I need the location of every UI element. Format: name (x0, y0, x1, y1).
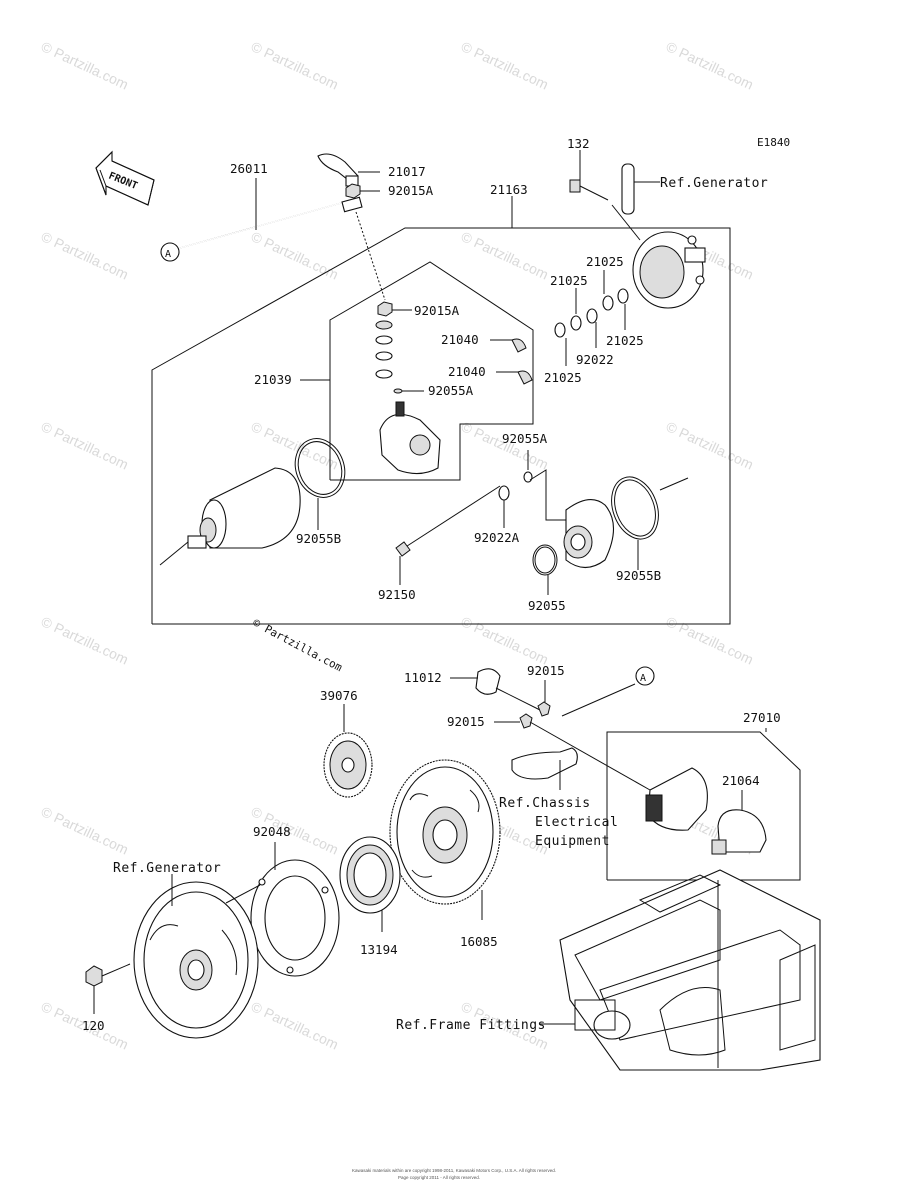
clutch-plate (250, 842, 340, 977)
generator-flywheel (133, 874, 261, 1039)
part-label[interactable]: 11012 (404, 670, 442, 685)
svg-text:A: A (165, 249, 171, 260)
part-label[interactable]: 39076 (320, 688, 358, 703)
part-label[interactable]: 21025 (586, 254, 624, 269)
brush-holder-parts (375, 301, 533, 475)
bolt (569, 150, 641, 241)
part-label[interactable]: 21025 (550, 273, 588, 288)
part-label[interactable]: 27010 (743, 710, 781, 725)
part-label[interactable]: 92015 (527, 663, 565, 678)
part-label[interactable]: 21025 (606, 333, 644, 348)
part-label[interactable]: 21163 (490, 182, 528, 197)
part-label[interactable]: 21017 (388, 164, 426, 179)
terminal-nut (345, 183, 380, 199)
watermark: © Partzilla.com (249, 998, 341, 1052)
starter-clutch-gear (389, 759, 501, 920)
flywheel-bolt (85, 963, 131, 1014)
watermark: © Partzilla.com (664, 613, 756, 667)
watermark: © Partzilla.com (39, 613, 131, 667)
ref-label[interactable]: Ref.Frame Fittings (396, 1018, 546, 1033)
o-ring (294, 438, 346, 498)
terminal-cap (317, 153, 380, 187)
watermark: © Partzilla.com (39, 38, 131, 92)
footer-page-copyright: Page copyright 2011 - All rights reserve… (398, 1175, 480, 1180)
watermark: © Partzilla.com (459, 613, 551, 667)
part-label[interactable]: 92022A (474, 530, 520, 545)
part-label[interactable]: 132 (567, 136, 590, 151)
watermark: © Partzilla.com (249, 228, 341, 282)
footer-copyright: Kawasaki materials within are copyright … (352, 1168, 556, 1173)
part-label[interactable]: 120 (82, 1018, 105, 1033)
watermark: © Partzilla.com (459, 38, 551, 92)
part-label[interactable]: 92055A (502, 431, 548, 446)
starter-front-cover (532, 476, 689, 595)
part-label[interactable]: 13194 (360, 942, 398, 957)
watermark: © Partzilla.com (249, 38, 341, 92)
part-label[interactable]: 92055B (616, 568, 661, 583)
part-label[interactable]: 21025 (544, 370, 582, 385)
part-label[interactable]: 92022 (576, 352, 614, 367)
brush-holder-outline (329, 261, 534, 481)
part-label[interactable]: 92055B (296, 531, 341, 546)
watermark: © Partzilla.com (664, 418, 756, 472)
idler-gear (323, 704, 373, 798)
ref-label[interactable]: Ref.Chassis (499, 796, 591, 811)
part-label[interactable]: 92055 (528, 598, 566, 613)
washer (498, 485, 510, 501)
watermark: © Partzilla.com (39, 228, 131, 282)
o-ring-small (523, 471, 533, 483)
part-label[interactable]: 92048 (253, 824, 291, 839)
starter-yoke (159, 467, 301, 566)
ref-label[interactable]: Ref.Generator (113, 861, 221, 876)
part-label[interactable]: 92015A (388, 183, 434, 198)
connector-a-marker (635, 666, 655, 686)
relay-outline (606, 731, 801, 881)
frame-fittings (540, 869, 821, 1071)
starter-rear-cover (632, 231, 706, 309)
watermark: © Partzilla.com (459, 228, 551, 282)
starter-assembly-outline (151, 227, 731, 625)
watermark: © Partzilla.com (39, 418, 131, 472)
washer-stack (554, 270, 629, 366)
starter-relay (645, 767, 767, 855)
part-label[interactable]: 92055A (428, 383, 474, 398)
ref-label[interactable]: Electrical (535, 815, 618, 830)
part-label[interactable]: 21039 (254, 372, 292, 387)
starter-relay-area (450, 668, 651, 791)
o-ring (532, 544, 558, 576)
one-way-clutch (339, 836, 401, 932)
svg-text:A: A (640, 673, 646, 684)
part-label[interactable]: 92150 (378, 587, 416, 602)
front-arrow-icon: FRONT (95, 150, 155, 206)
part-label[interactable]: 26011 (230, 161, 268, 176)
connector-a-marker (160, 242, 180, 262)
through-bolt (395, 485, 501, 585)
ref-label[interactable]: Equipment (535, 834, 610, 849)
part-label[interactable]: 92015 (447, 714, 485, 729)
part-label[interactable]: 92015A (414, 303, 460, 318)
generator-bracket (621, 163, 660, 215)
o-ring (611, 476, 659, 540)
ref-label[interactable]: Ref.Generator (660, 176, 768, 191)
watermark: © Partzilla.com (39, 803, 131, 857)
part-label[interactable]: 21040 (441, 332, 479, 347)
part-label[interactable]: 16085 (460, 934, 498, 949)
starter-cable (179, 178, 386, 301)
watermark: © Partzilla.com (664, 38, 756, 92)
partzilla-stamp: © Partzilla.com (251, 616, 345, 674)
diagram-code: E1840 (757, 136, 790, 149)
part-label[interactable]: 21040 (448, 364, 486, 379)
part-label[interactable]: 21064 (722, 773, 760, 788)
